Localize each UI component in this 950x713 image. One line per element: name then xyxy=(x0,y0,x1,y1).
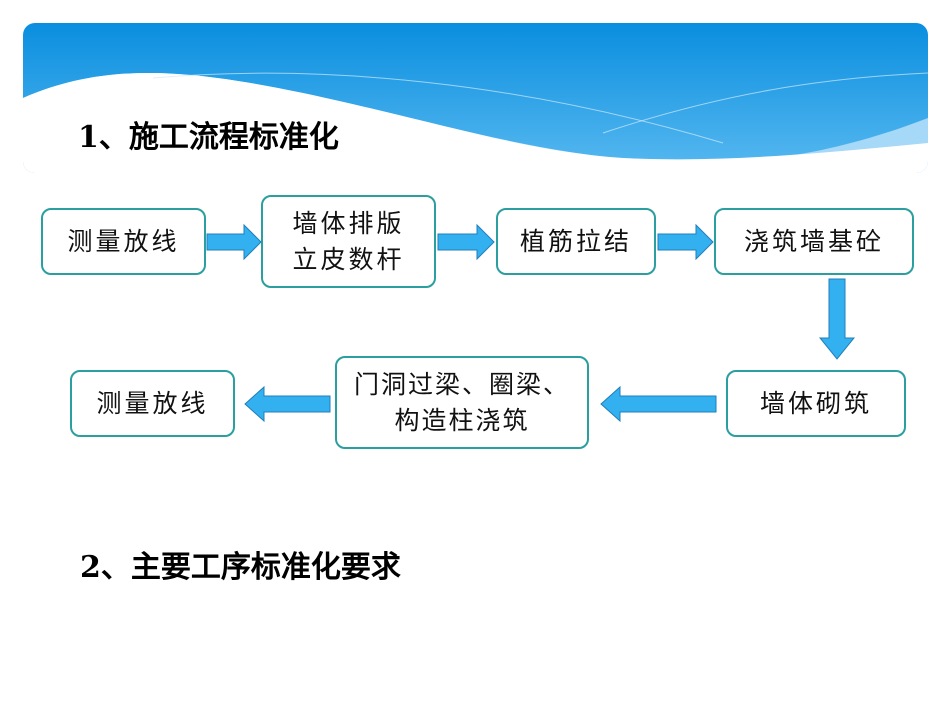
flow-step-survey: 测量放线 xyxy=(41,208,206,275)
section-heading-2: 2、主要工序标准化要求 xyxy=(80,550,401,585)
flow-step-beams-columns: 门洞过梁、圈梁、 构造柱浇筑 xyxy=(335,356,589,449)
section-heading-1: 1、施工流程标准化 xyxy=(78,120,339,155)
arrow-left-icon xyxy=(600,386,717,422)
arrow-right-icon xyxy=(206,224,262,260)
flow-step-beams-line2: 构造柱浇筑 xyxy=(394,405,530,435)
flow-step-rebar: 植筋拉结 xyxy=(496,208,656,275)
header-wave-banner xyxy=(23,23,928,173)
arrow-left-icon xyxy=(244,386,331,422)
arrow-right-icon xyxy=(657,224,714,260)
flow-step-layout-line1: 墙体排版 xyxy=(292,208,405,238)
arrow-right-icon xyxy=(437,224,495,260)
flow-step-survey-final: 测量放线 xyxy=(70,370,235,437)
arrow-down-icon xyxy=(819,278,855,360)
flow-step-base-pour: 浇筑墙基砼 xyxy=(714,208,914,275)
flow-step-layout: 墙体排版 立皮数杆 xyxy=(261,195,436,288)
flow-step-beams-line1: 门洞过梁、圈梁、 xyxy=(353,369,570,399)
flow-step-layout-line2: 立皮数杆 xyxy=(292,244,405,274)
flow-step-masonry: 墙体砌筑 xyxy=(726,370,906,437)
